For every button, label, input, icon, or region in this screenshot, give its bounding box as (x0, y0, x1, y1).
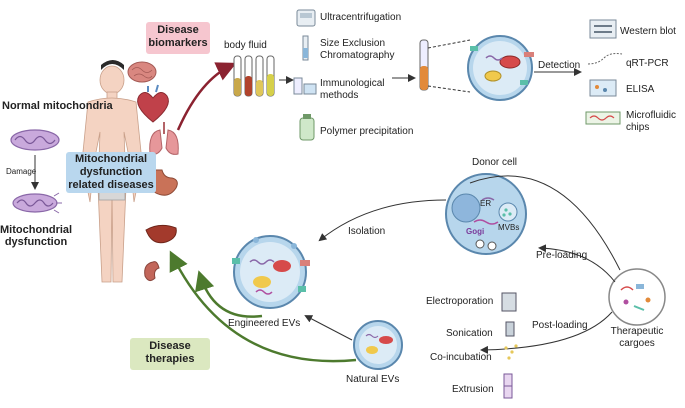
donor-cell-label: Donor cell (472, 157, 518, 168)
er-label: ER (480, 199, 492, 208)
ev-biomarker-icon (467, 35, 534, 101)
polymer-bottle-icon (299, 114, 315, 141)
immunology-kit-icon (293, 77, 317, 95)
brain-icon (127, 61, 157, 83)
natural-ev-icon (353, 320, 403, 370)
post-loading-label: Post-loading (532, 320, 588, 331)
therapy-arrow-1 (195, 270, 263, 318)
mitochondrial-dysfunction-label: Mitochondrial dysfunction (0, 224, 73, 248)
microfluidic-label: Microfluidic chips (626, 110, 677, 133)
natural-to-engineered-arrow (304, 315, 353, 341)
pre-loading-label: Pre-loading (536, 250, 588, 261)
mvbs-label: MVBs (498, 223, 520, 232)
elisa-label: ELISA (626, 84, 655, 95)
immunological-label: Immunological methods (320, 78, 385, 101)
ultracentrifuge-icon (296, 9, 316, 27)
engineered-ev-icon (232, 235, 310, 309)
body-fluid-label: body fluid (224, 40, 267, 51)
sonicator-icon (505, 321, 515, 337)
qrt-pcr-icon (587, 53, 623, 65)
sonication-label: Sonication (446, 328, 493, 339)
disease-therapies-tag: Disease therapies (130, 338, 210, 370)
ultracentrifugation-label: Ultracentrifugation (320, 12, 402, 23)
coincubation-icon (504, 344, 518, 360)
western-blot-icon (589, 19, 617, 39)
liver-icon (145, 224, 177, 244)
donor-cell-icon (445, 173, 527, 255)
polymer-label: Polymer precipitation (320, 126, 414, 137)
co-incubation-label: Co-incubation (430, 352, 492, 363)
ev-tube-fill (420, 66, 428, 90)
lungs-icon (149, 122, 179, 155)
elisa-icon (589, 79, 617, 97)
detection-label: Detection (538, 60, 581, 71)
isolation-arrow (318, 199, 447, 242)
sec-label: Size Exclusion Chromatography (320, 38, 395, 61)
heart-icon (137, 84, 169, 123)
electroporator-icon (501, 292, 517, 312)
qrt-pcr-label: qRT-PCR (626, 58, 669, 69)
electroporation-label: Electroporation (426, 296, 494, 307)
gogi-label: Gogi (466, 227, 485, 236)
therapy-arrow-2 (169, 250, 357, 363)
diseases-box: Mitochondrial dysfunction related diseas… (66, 152, 156, 193)
biomarker-arrow (176, 62, 237, 131)
microfluidic-chip-icon (585, 111, 621, 125)
isolation-label: Isolation (348, 226, 386, 237)
sec-column-icon (302, 35, 309, 61)
therapeutic-cargoes-label: Therapeutic cargoes (610, 326, 664, 349)
natural-evs-label: Natural EVs (346, 374, 400, 385)
extruder-icon (503, 373, 513, 399)
extrusion-label: Extrusion (452, 384, 494, 395)
therapeutic-cargoes-icon (608, 268, 666, 326)
post-loading-arrow (480, 311, 613, 354)
damaged-mitochondria-icon (12, 192, 62, 214)
damage-label: Damage (6, 167, 37, 176)
kidney-icon (144, 261, 160, 282)
normal-mitochondria-label: Normal mitochondria (2, 100, 113, 112)
western-blot-label: Western blot (620, 26, 676, 37)
pre-loading-arrow (538, 244, 616, 283)
normal-mitochondria-icon (10, 129, 60, 151)
body-fluid-tubes-icon (233, 55, 275, 97)
disease-biomarkers-tag: Disease biomarkers (146, 22, 210, 54)
engineered-evs-label: Engineered EVs (228, 318, 301, 329)
